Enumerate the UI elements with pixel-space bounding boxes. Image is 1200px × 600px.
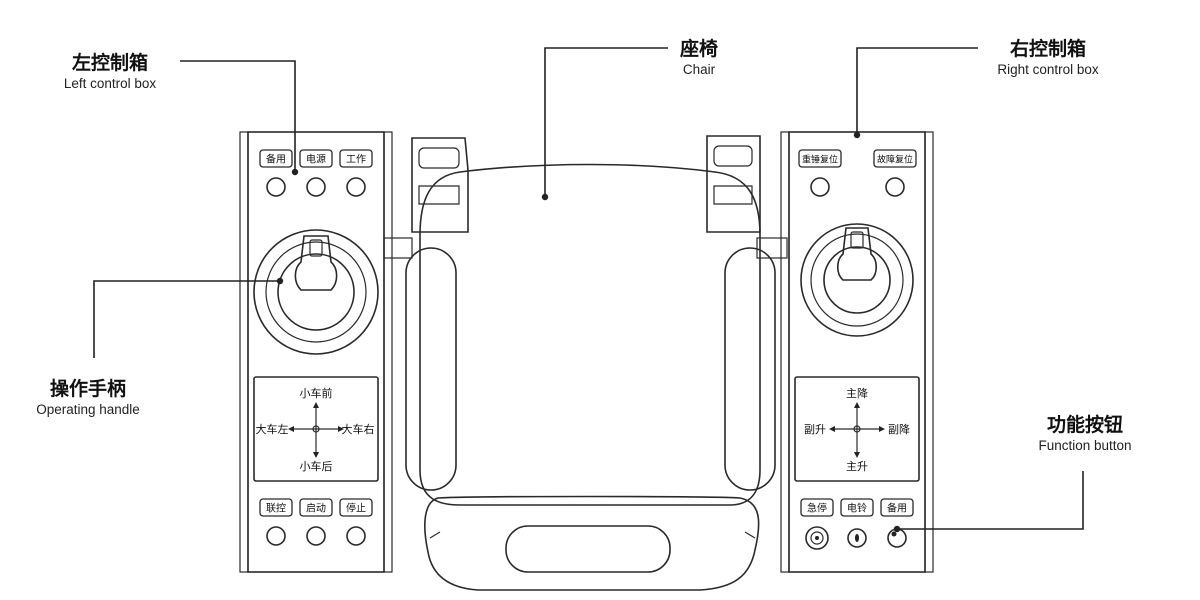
label-left-control-box-cn: 左控制箱 xyxy=(71,52,148,74)
left-dir-right: 大车右 xyxy=(342,422,375,436)
right-dir-down: 主升 xyxy=(846,460,868,473)
left-top-label-1: 备用 xyxy=(266,153,286,166)
left-top-label-2: 电源 xyxy=(306,153,326,166)
left-bottom-label-2: 启动 xyxy=(306,502,326,515)
leader-lines xyxy=(93,47,1084,533)
label-function-button-en: Function button xyxy=(1038,437,1132,453)
label-function-button: 功能按钮 Function button xyxy=(1020,414,1150,455)
label-operating-handle: 操作手柄 Operating handle xyxy=(18,378,158,419)
left-bottom-label-3: 停止 xyxy=(346,502,366,515)
fault-reset-button[interactable] xyxy=(885,177,905,197)
right-joystick[interactable] xyxy=(800,223,914,337)
left-top-label-3: 工作 xyxy=(346,154,366,166)
right-top-label-1: 重锤复位 xyxy=(802,154,838,166)
right-dir-right: 副降 xyxy=(888,422,910,436)
right-bottom-label-3: 备用 xyxy=(887,502,907,515)
start-button[interactable] xyxy=(306,526,326,546)
left-control-box: 备用 电源 工作 小车前 小车后 xyxy=(239,131,393,573)
weight-reset-button[interactable] xyxy=(810,177,830,197)
label-right-control-box: 右控制箱 Right control box xyxy=(980,38,1116,79)
label-chair: 座椅 Chair xyxy=(664,38,734,79)
right-dir-left: 副升 xyxy=(804,423,826,436)
right-dir-up: 主降 xyxy=(846,386,868,400)
label-right-control-box-cn: 右控制箱 xyxy=(1009,38,1086,60)
label-chair-en: Chair xyxy=(682,61,716,77)
right-top-label-2: 故障复位 xyxy=(877,154,913,166)
right-direction-panel: 主降 主升 副升 副降 xyxy=(794,376,920,482)
label-right-control-box-en: Right control box xyxy=(997,61,1099,77)
bell-button[interactable] xyxy=(847,528,867,548)
label-function-button-cn: 功能按钮 xyxy=(1046,414,1123,436)
power-button[interactable] xyxy=(306,177,326,197)
right-bottom-label-1: 急停 xyxy=(807,502,827,515)
left-dir-up: 小车前 xyxy=(300,386,333,400)
spare-button-left[interactable] xyxy=(266,177,286,197)
chair xyxy=(383,135,788,591)
label-left-control-box-en: Left control box xyxy=(63,75,157,91)
left-top-button-row: 备用 电源 工作 xyxy=(259,149,373,197)
right-top-button-row: 重锤复位 故障复位 xyxy=(798,149,917,197)
stop-button[interactable] xyxy=(346,526,366,546)
label-operating-handle-cn: 操作手柄 xyxy=(49,378,126,400)
left-bottom-label-1: 联控 xyxy=(266,502,286,515)
work-button[interactable] xyxy=(346,177,366,197)
left-dir-down: 小车后 xyxy=(300,459,333,473)
label-chair-cn: 座椅 xyxy=(679,38,718,60)
right-bottom-button-row: 急停 电铃 备用 xyxy=(800,498,914,550)
left-bottom-button-row: 联控 启动 停止 xyxy=(259,498,373,546)
linkage-button[interactable] xyxy=(266,526,286,546)
emergency-stop-button[interactable] xyxy=(805,526,829,550)
left-joystick[interactable] xyxy=(253,229,379,355)
left-direction-panel: 小车前 小车后 大车左 大车右 xyxy=(253,376,379,482)
left-dir-left: 大车左 xyxy=(256,422,289,436)
right-control-box: 重锤复位 故障复位 主降 主升 副升 副降 xyxy=(780,131,934,573)
label-operating-handle-en: Operating handle xyxy=(36,401,140,417)
right-bottom-label-2: 电铃 xyxy=(847,502,867,515)
label-left-control-box: 左控制箱 Left control box xyxy=(52,52,168,93)
